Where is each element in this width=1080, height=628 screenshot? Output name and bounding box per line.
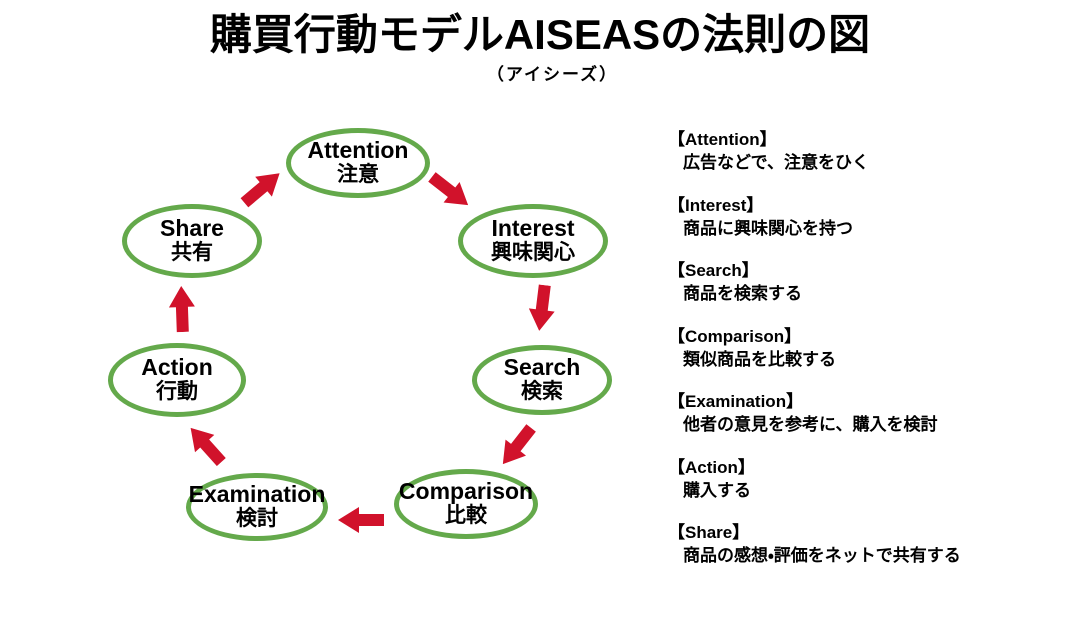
legend-label: 【Share】	[668, 523, 750, 542]
node-label-ja: 比較	[445, 504, 487, 528]
legend-description: 類似商品を比較する	[683, 349, 836, 369]
node-examination: Examination 検討	[186, 473, 328, 541]
legend-label: 【Search】	[668, 261, 759, 280]
legend-label: 【Interest】	[668, 195, 764, 215]
arrow-examination-to-action	[181, 419, 231, 471]
legend-item-action: 【Action】 購入する	[668, 457, 1070, 502]
node-label-ja: 検索	[521, 380, 563, 404]
legend-label: 【Action】	[668, 457, 755, 477]
node-label-en: Comparison	[398, 478, 534, 505]
page-title: 購買行動モデルAISEASの法則の図	[209, 11, 871, 58]
legend-description: 購入する	[683, 480, 751, 500]
legend-label: 【Attention】	[668, 130, 777, 149]
legend-description: 広告などで、注意をひく	[683, 153, 869, 173]
node-attention: Attention 注意	[286, 128, 430, 198]
arrow-action-to-share	[168, 286, 196, 333]
legend-item-examination: 【Examination】 他者の意見を参考に、購入を検討	[668, 391, 1070, 436]
node-label-ja: 行動	[156, 380, 198, 404]
arrow-share-to-attention	[236, 163, 288, 212]
node-label-en: Attention	[307, 137, 409, 164]
node-label-en: Action	[141, 354, 213, 381]
arrow-interest-to-search	[526, 284, 557, 333]
node-label-en: Share	[160, 215, 224, 242]
legend-item-comparison: 【Comparison】 類似商品を比較する	[668, 326, 1070, 371]
legend-description: 商品に興味関心を持つ	[683, 218, 853, 238]
legend-item-share: 【Share】 商品の感想・評価をネットで共有する	[668, 522, 1070, 567]
arrow-search-to-comparison	[493, 420, 542, 472]
node-label-ja: 興味関心	[491, 241, 575, 265]
node-action: Action 行動	[108, 343, 246, 417]
legend: 【Attention】 広告などで、注意をひく 【Interest】 商品に興味…	[668, 129, 1070, 588]
page-subtitle: （アイシーズ）	[486, 65, 619, 84]
node-label-ja: 共有	[171, 241, 213, 265]
legend-label: 【Examination】	[668, 392, 804, 411]
node-label-ja: 検討	[236, 507, 278, 531]
arrow-attention-to-interest	[424, 167, 476, 216]
arrow-comparison-to-examination	[338, 507, 384, 533]
legend-label: 【Comparison】	[668, 326, 802, 346]
node-share: Share 共有	[122, 204, 262, 278]
legend-item-attention: 【Attention】 広告などで、注意をひく	[668, 129, 1070, 174]
node-interest: Interest 興味関心	[458, 204, 608, 278]
node-comparison: Comparison 比較	[394, 469, 538, 539]
node-label-ja: 注意	[337, 163, 379, 187]
legend-description: 商品の感想・評価をネットで共有する	[683, 546, 961, 566]
node-label-en: Examination	[188, 481, 326, 508]
legend-item-search: 【Search】 商品を検索する	[668, 260, 1070, 305]
legend-description: 商品を検索する	[683, 284, 802, 304]
node-search: Search 検索	[472, 345, 612, 415]
legend-item-interest: 【Interest】 商品に興味関心を持つ	[668, 195, 1070, 240]
node-label-en: Interest	[491, 215, 575, 242]
node-label-en: Search	[503, 354, 581, 381]
legend-description: 他者の意見を参考に、購入を検討	[683, 415, 938, 435]
